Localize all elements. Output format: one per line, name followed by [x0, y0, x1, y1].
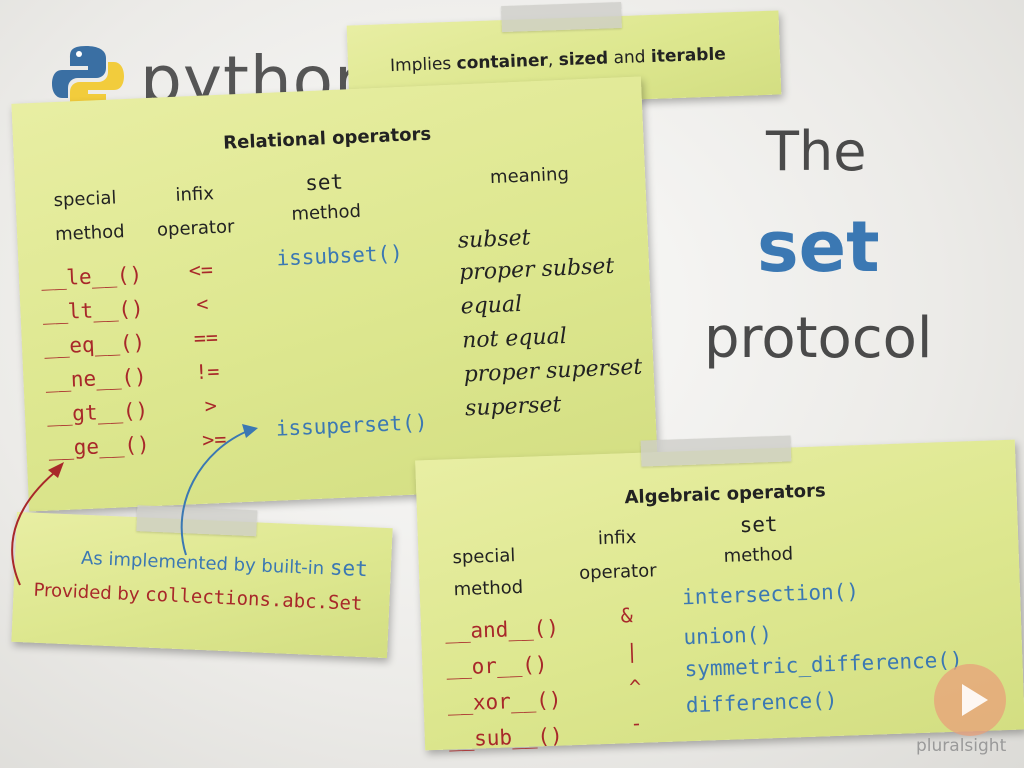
- alg-op-or: |: [625, 638, 639, 664]
- legend-note: As implemented by built-in set Provided …: [11, 505, 393, 659]
- rel-col-set-1: set: [304, 169, 344, 196]
- rel-col-meaning: meaning: [489, 163, 570, 189]
- rel-op-eq: ==: [193, 325, 219, 351]
- alg-col-infix-1: infix: [597, 526, 637, 550]
- top-note-text: Implies container, sized and iterable: [389, 44, 727, 77]
- rel-method-issuperset: issuperset(): [275, 410, 428, 441]
- rel-col-set-2: method: [291, 200, 362, 225]
- algebraic-heading: Algebraic operators: [624, 480, 827, 509]
- alg-col-infix-2: operator: [578, 560, 657, 584]
- alg-col-set-1: set: [739, 511, 778, 538]
- rel-meaning-not-equal: not equal: [461, 323, 568, 354]
- rel-meaning-superset: superset: [464, 392, 562, 422]
- rel-meaning-proper-subset: proper subset: [458, 253, 615, 286]
- legend-builtin: As implemented by built-in set: [80, 547, 369, 582]
- rel-op-gt: >: [204, 393, 218, 418]
- rel-meaning-proper-superset: proper superset: [463, 354, 643, 388]
- alg-method-union: union(): [683, 622, 773, 650]
- alg-special-xor: __xor__(): [447, 687, 562, 716]
- alg-op-xor: ^: [628, 674, 642, 700]
- alg-col-special-1: special: [452, 545, 516, 569]
- tape: [501, 1, 622, 33]
- rel-col-special-2: method: [54, 221, 126, 246]
- rel-meaning-subset: subset: [457, 225, 531, 254]
- title-the: The: [766, 120, 867, 183]
- rel-op-ne: !=: [194, 359, 220, 385]
- rel-op-le: <=: [188, 257, 214, 283]
- rel-meaning-equal: equal: [460, 291, 523, 320]
- alg-op-sub: -: [630, 710, 643, 736]
- alg-special-or: __or__(): [445, 652, 548, 680]
- alg-method-difference: difference(): [685, 687, 838, 718]
- alg-col-special-2: method: [453, 576, 524, 601]
- alg-method-intersection: intersection(): [681, 579, 860, 610]
- title-set: set: [757, 206, 880, 288]
- tape: [136, 505, 258, 537]
- rel-special-eq: __eq__(): [43, 330, 146, 359]
- rel-col-infix-2: operator: [156, 216, 235, 241]
- alg-col-set-2: method: [723, 543, 794, 567]
- relational-heading: Relational operators: [222, 123, 432, 154]
- relational-note: Relational operators special method infi…: [11, 76, 659, 512]
- rel-special-le: __le__(): [40, 262, 143, 291]
- rel-special-gt: __gt__(): [46, 398, 149, 427]
- rel-method-issubset: issubset(): [275, 241, 404, 271]
- play-icon: [934, 664, 1006, 736]
- pluralsight-watermark: pluralsight: [912, 660, 1022, 764]
- rel-col-special-1: special: [53, 187, 117, 212]
- rel-col-infix-1: infix: [175, 183, 215, 206]
- pluralsight-text: pluralsight: [916, 736, 1007, 756]
- rel-op-ge: >=: [201, 426, 227, 452]
- alg-special-and: __and__(): [444, 615, 560, 644]
- rel-special-ge: __ge__(): [47, 432, 151, 461]
- title-protocol: protocol: [704, 306, 933, 371]
- alg-op-and: &: [620, 603, 634, 628]
- tape: [640, 435, 792, 467]
- legend-abc: Provided by collections.abc.Set: [33, 579, 363, 616]
- rel-special-lt: __lt__(): [42, 296, 145, 325]
- rel-special-ne: __ne__(): [44, 364, 148, 393]
- alg-special-sub: __sub__(): [448, 723, 564, 752]
- rel-op-lt: <: [195, 291, 209, 317]
